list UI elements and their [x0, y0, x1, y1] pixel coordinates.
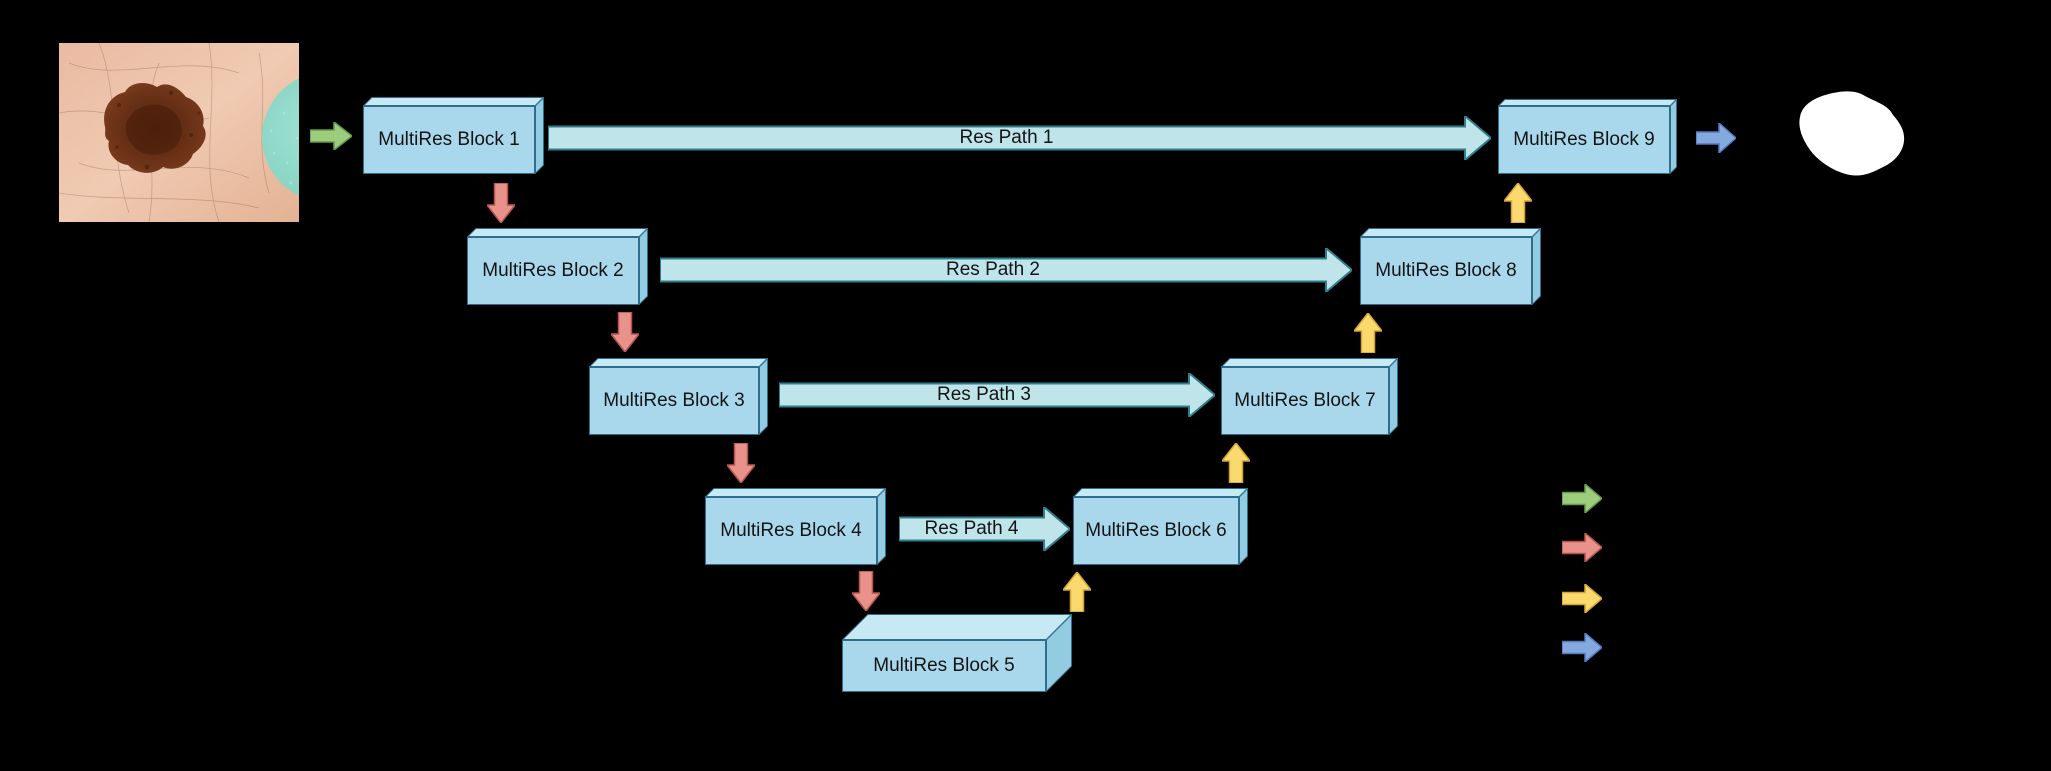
- res-path-1-label: Res Path 1: [959, 127, 1054, 148]
- multires-block-9-label: MultiRes Block 9: [1513, 129, 1655, 150]
- legend-green-arrow-icon: [1562, 484, 1602, 513]
- res-path-4-arrow: Res Path 4: [899, 507, 1070, 551]
- multires-block-4: MultiRes Block 4: [705, 488, 886, 565]
- multires-block-5-label: MultiRes Block 5: [873, 655, 1015, 676]
- upsample-arrow-6-7-icon: [1222, 443, 1250, 483]
- multires-block-2: MultiRes Block 2: [467, 228, 648, 305]
- upsample-arrow-5-6-icon: [1063, 572, 1091, 612]
- lesion-mole-core: [125, 104, 182, 155]
- legend-red-arrow-icon: [1562, 533, 1602, 562]
- multires-block-1: MultiRes Block 1: [363, 97, 544, 174]
- multires-block-6-label: MultiRes Block 6: [1085, 520, 1227, 541]
- res-path-3-label: Res Path 3: [937, 384, 1031, 405]
- multires-block-5: MultiRes Block 5: [842, 614, 1072, 692]
- multires-block-1-label: MultiRes Block 1: [378, 129, 520, 150]
- downsample-arrow-3-4-icon: [727, 443, 755, 483]
- teal-marker-disc: [262, 78, 299, 196]
- legend-yellow-arrow-icon: [1562, 584, 1602, 613]
- multires-block-7: MultiRes Block 7: [1221, 358, 1398, 435]
- output-arrow-icon: [1696, 123, 1736, 153]
- input-lesion-image: [59, 43, 299, 222]
- multires-block-8: MultiRes Block 8: [1360, 228, 1541, 305]
- multires-block-6: MultiRes Block 6: [1073, 488, 1248, 565]
- upsample-arrow-8-9-icon: [1504, 183, 1532, 223]
- multires-block-3: MultiRes Block 3: [589, 358, 768, 435]
- upsample-arrow-7-8-icon: [1354, 313, 1382, 353]
- mole-speckles: [115, 90, 201, 170]
- downsample-arrow-2-3-icon: [611, 312, 639, 352]
- multires-block-8-label: MultiRes Block 8: [1375, 260, 1517, 281]
- legend-blue-arrow-icon: [1562, 633, 1602, 662]
- input-arrow-icon: [310, 122, 352, 150]
- downsample-arrow-4-5-icon: [852, 571, 880, 611]
- res-path-1-arrow: Res Path 1: [548, 116, 1491, 160]
- output-segmentation-mask: [1799, 91, 1905, 176]
- multires-block-9: MultiRes Block 9: [1498, 99, 1677, 174]
- multires-block-2-label: MultiRes Block 2: [482, 260, 624, 281]
- res-path-2-arrow: Res Path 2: [660, 248, 1352, 292]
- res-path-3-arrow: Res Path 3: [779, 373, 1215, 417]
- marker-speckles: [269, 111, 299, 185]
- multires-block-7-label: MultiRes Block 7: [1234, 390, 1376, 411]
- multires-block-3-label: MultiRes Block 3: [603, 390, 745, 411]
- multires-block-4-label: MultiRes Block 4: [720, 520, 862, 541]
- downsample-arrow-1-2-icon: [487, 183, 515, 223]
- res-path-4-label: Res Path 4: [924, 518, 1019, 539]
- res-path-2-label: Res Path 2: [946, 259, 1040, 280]
